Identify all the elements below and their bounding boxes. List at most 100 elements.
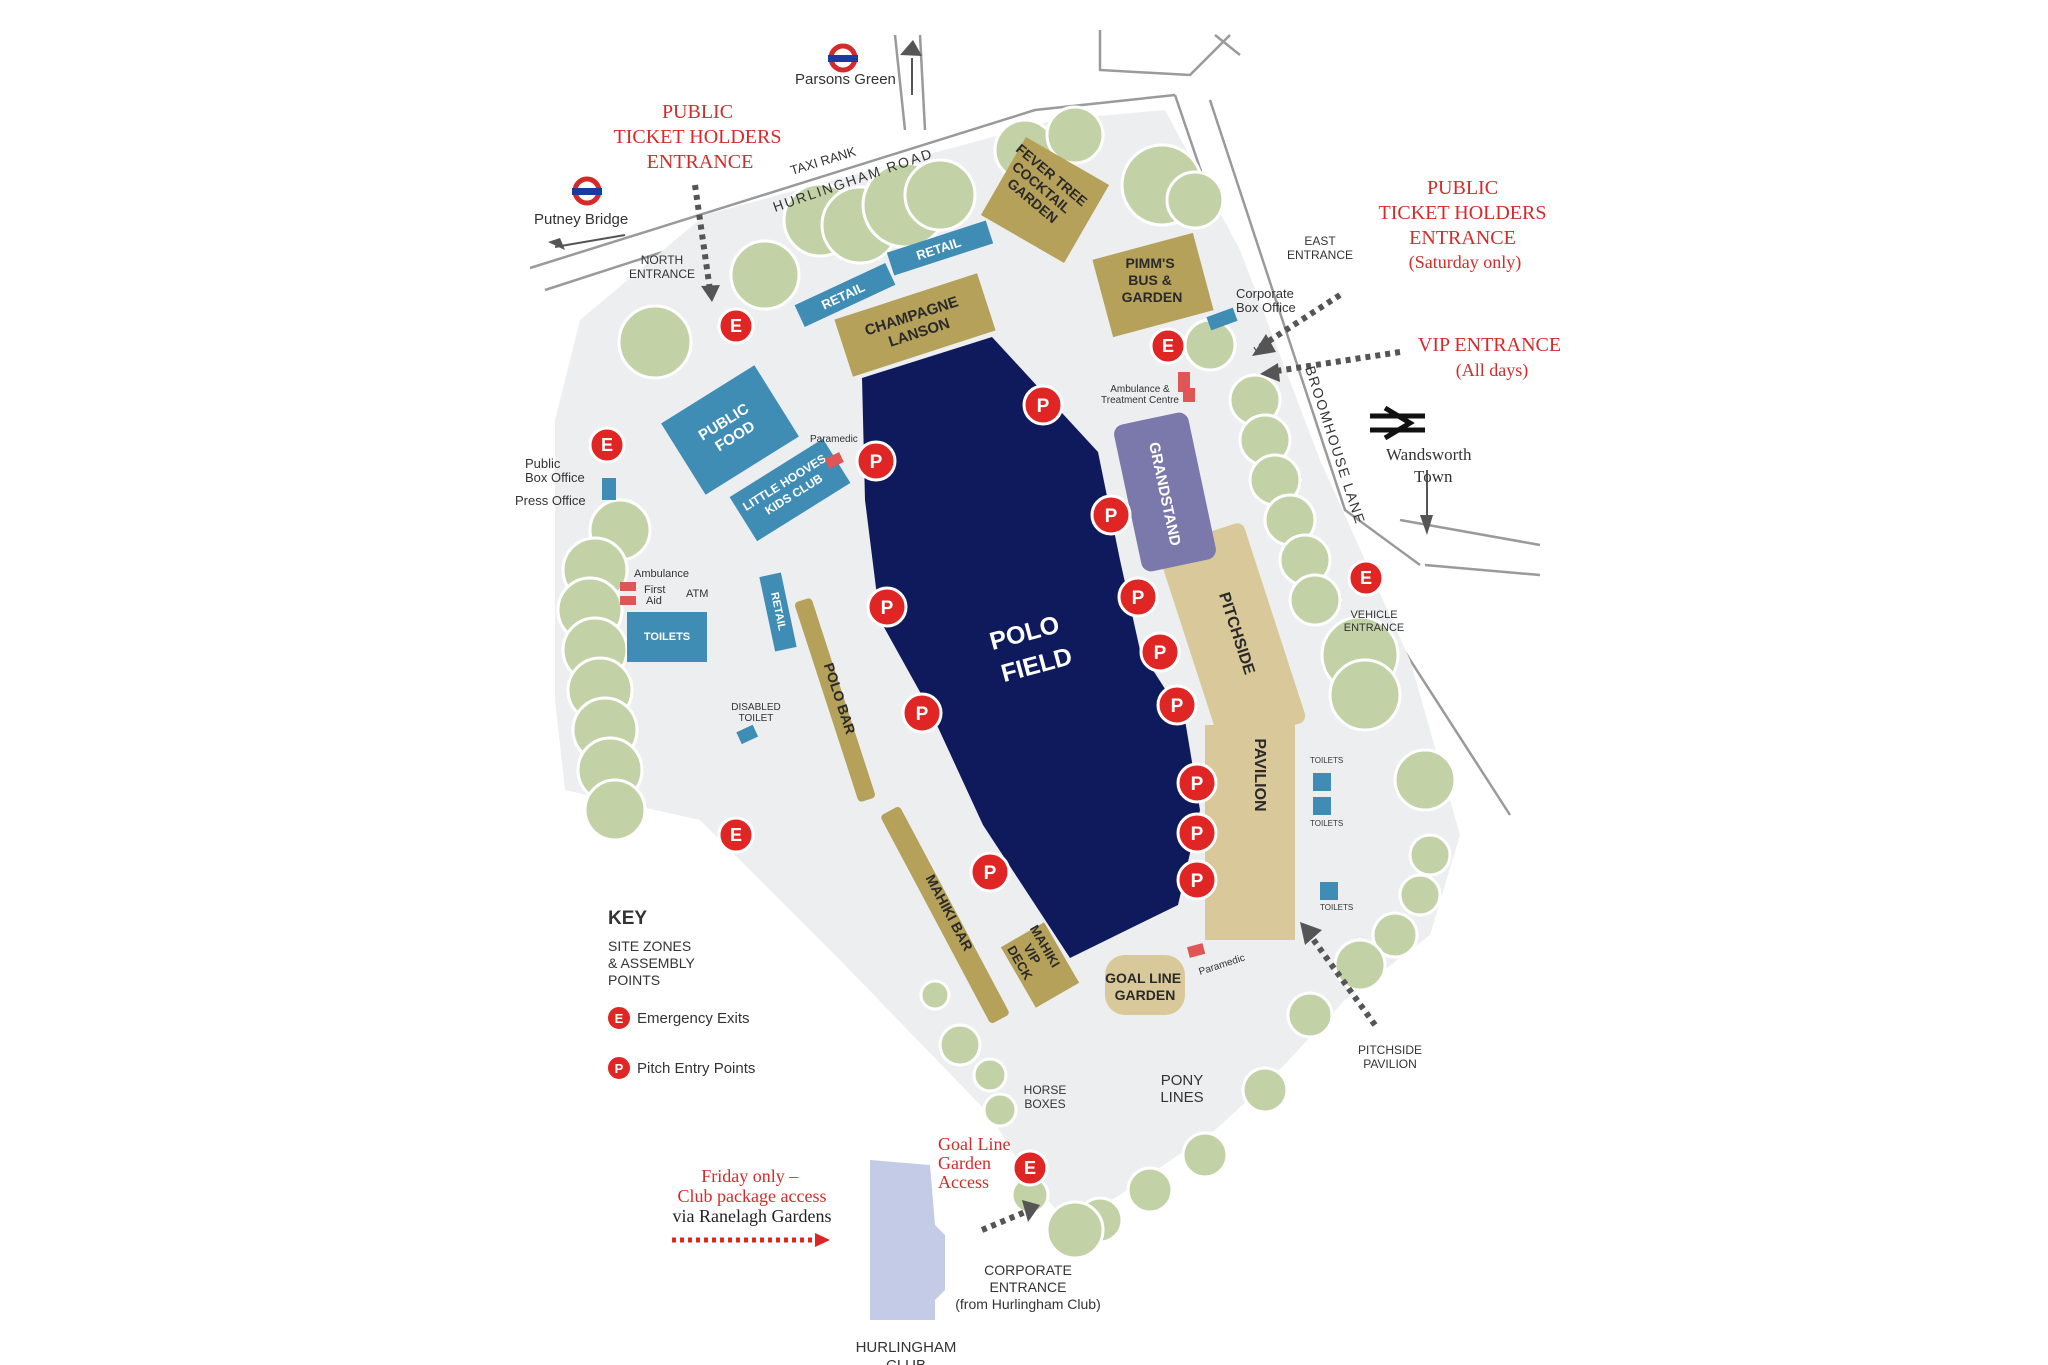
north-entrance-arrow <box>692 184 713 291</box>
zone-fever-tree: FEVER TREE COCKTAIL GARDEN <box>980 137 1110 263</box>
toilets-marker-3 <box>1320 882 1338 900</box>
emergency-exit-4: E <box>1347 559 1385 597</box>
corporate-entrance-label: CORPORATE <box>984 1262 1072 1278</box>
pitch-entry-8: P <box>901 692 943 734</box>
svg-text:GOAL LINE GARDEN: GOAL LINE GARDEN <box>1105 970 1185 1003</box>
svg-text:P: P <box>870 452 883 473</box>
treatment-marker <box>1183 388 1195 402</box>
emergency-exit-2: E <box>1149 327 1187 365</box>
public-box-office-label: Public <box>525 456 561 471</box>
emergency-exit-3: E <box>588 426 626 464</box>
pitchside-pavilion-arrow <box>1307 933 1378 1027</box>
hurlingham-club-building <box>870 1160 945 1320</box>
parsons-green-station-icon <box>828 43 858 73</box>
atm-label: ATM <box>686 588 708 600</box>
polo-field <box>862 337 1200 958</box>
pitch-entry-2: P <box>855 440 897 482</box>
vip-entrance-callout: VIP ENTRANCE (All days) <box>1418 334 1566 381</box>
wandsworth-town-label-2: Town <box>1414 467 1453 486</box>
svg-text:E: E <box>1360 568 1372 588</box>
zone-goal-line-garden: GOAL LINE GARDEN <box>1105 955 1185 1015</box>
zone-retail-3: RETAIL <box>759 572 797 652</box>
toilets-marker-1 <box>1313 773 1331 791</box>
toilets-label-1: TOILETS <box>1310 756 1343 765</box>
hurlingham-club-label: HURLINGHAM <box>856 1339 957 1356</box>
corporate-entrance-arrow <box>980 1207 1032 1233</box>
pitch-entry-7: P <box>1156 684 1198 726</box>
pitch-entry-11: P <box>969 851 1011 893</box>
corporate-box-office-marker <box>1206 307 1238 331</box>
small-facilities <box>602 307 1338 958</box>
vehicle-entrance-label: VEHICLE <box>1350 609 1397 621</box>
zone-pavilion: PAVILION <box>1205 725 1295 940</box>
goal-line-access-callout: Goal Line Garden Access <box>938 1134 1015 1192</box>
press-office-label: Press Office <box>515 493 586 508</box>
svg-text:P: P <box>881 598 894 619</box>
zone-pimms: PIMM'S BUS & GARDEN <box>1092 232 1214 338</box>
pitch-entry-3: P <box>1090 494 1132 536</box>
emergency-exit-markers: E E E E E E <box>588 307 1385 1187</box>
toilets-label-3: TOILETS <box>1320 903 1353 912</box>
pitchside-pavilion-label: PITCHSIDE <box>1358 1043 1422 1057</box>
svg-text:P: P <box>1191 774 1204 795</box>
zone-toilets-west: TOILETS <box>627 612 707 662</box>
svg-text:P: P <box>1132 588 1145 609</box>
ambulance-treatment-label: Ambulance & <box>1110 384 1170 395</box>
svg-text:P: P <box>984 863 997 884</box>
pimms-label: PIMM'S <box>1125 255 1174 271</box>
svg-text:E: E <box>730 825 742 845</box>
parsons-green-label: Parsons Green <box>795 71 896 88</box>
svg-text:E: E <box>601 435 613 455</box>
pitch-entry-12: P <box>1176 859 1218 901</box>
paramedic-marker-1 <box>824 452 844 469</box>
emergency-exit-6: E <box>1011 1149 1049 1187</box>
svg-text:P: P <box>615 1061 624 1076</box>
pavilion-label: PAVILION <box>1251 738 1268 811</box>
emergency-exit-5: E <box>717 816 755 854</box>
pitch-entry-markers: P P P P P P P P P P P P <box>855 384 1218 901</box>
pitch-entry-1: P <box>1022 384 1064 426</box>
toilets-marker-2 <box>1313 797 1331 815</box>
via-ranelagh-label: via Ranelagh Gardens <box>673 1206 832 1226</box>
svg-text:P: P <box>1105 506 1118 527</box>
key-subtitle: SITE ZONES & ASSEMBLY POINTS <box>608 938 699 988</box>
toilets-west-label: TOILETS <box>644 631 690 643</box>
ambulance-label: Ambulance <box>634 568 689 580</box>
pitch-entry-4: P <box>1117 576 1159 618</box>
zone-pitchside: PITCHSIDE <box>1158 523 1306 747</box>
svg-text:PIMM'S BUS & GARDE: PIMM'S BUS & GARDEN <box>1122 255 1183 305</box>
svg-text:P: P <box>1191 871 1204 892</box>
svg-text:E: E <box>615 1011 624 1026</box>
friday-only-callout: Friday only – Club package access <box>678 1166 827 1206</box>
toilets-label-2: TOILETS <box>1310 819 1343 828</box>
svg-text:P: P <box>1171 696 1184 717</box>
first-aid-label: First <box>644 584 665 596</box>
putney-bridge-label: Putney Bridge <box>534 211 628 228</box>
svg-text:E: E <box>1024 1158 1036 1178</box>
station-pointers <box>554 58 1428 518</box>
public-box-office-marker <box>602 478 616 500</box>
key-title: KEY <box>608 908 647 929</box>
ambulance-west-marker <box>620 582 636 591</box>
disabled-toilet-label: DISABLED <box>731 702 780 713</box>
svg-text:P: P <box>1154 643 1167 664</box>
pitch-entry-6: P <box>1139 631 1181 673</box>
public-entrance-saturday-callout: PUBLIC TICKET HOLDERS ENTRANCE (Saturday… <box>1379 177 1552 273</box>
corporate-box-office-label: Corporate <box>1236 286 1294 301</box>
north-entrance-label: NORTH <box>641 253 683 267</box>
svg-text:E: E <box>730 316 742 336</box>
paramedic-label-1: Paramedic <box>810 434 858 445</box>
pony-lines-label: PONY <box>1161 1072 1204 1089</box>
map-key: KEY SITE ZONES & ASSEMBLY POINTS E Emerg… <box>606 908 755 1081</box>
paramedic-marker-2 <box>1186 943 1206 958</box>
first-aid-marker <box>620 596 636 605</box>
